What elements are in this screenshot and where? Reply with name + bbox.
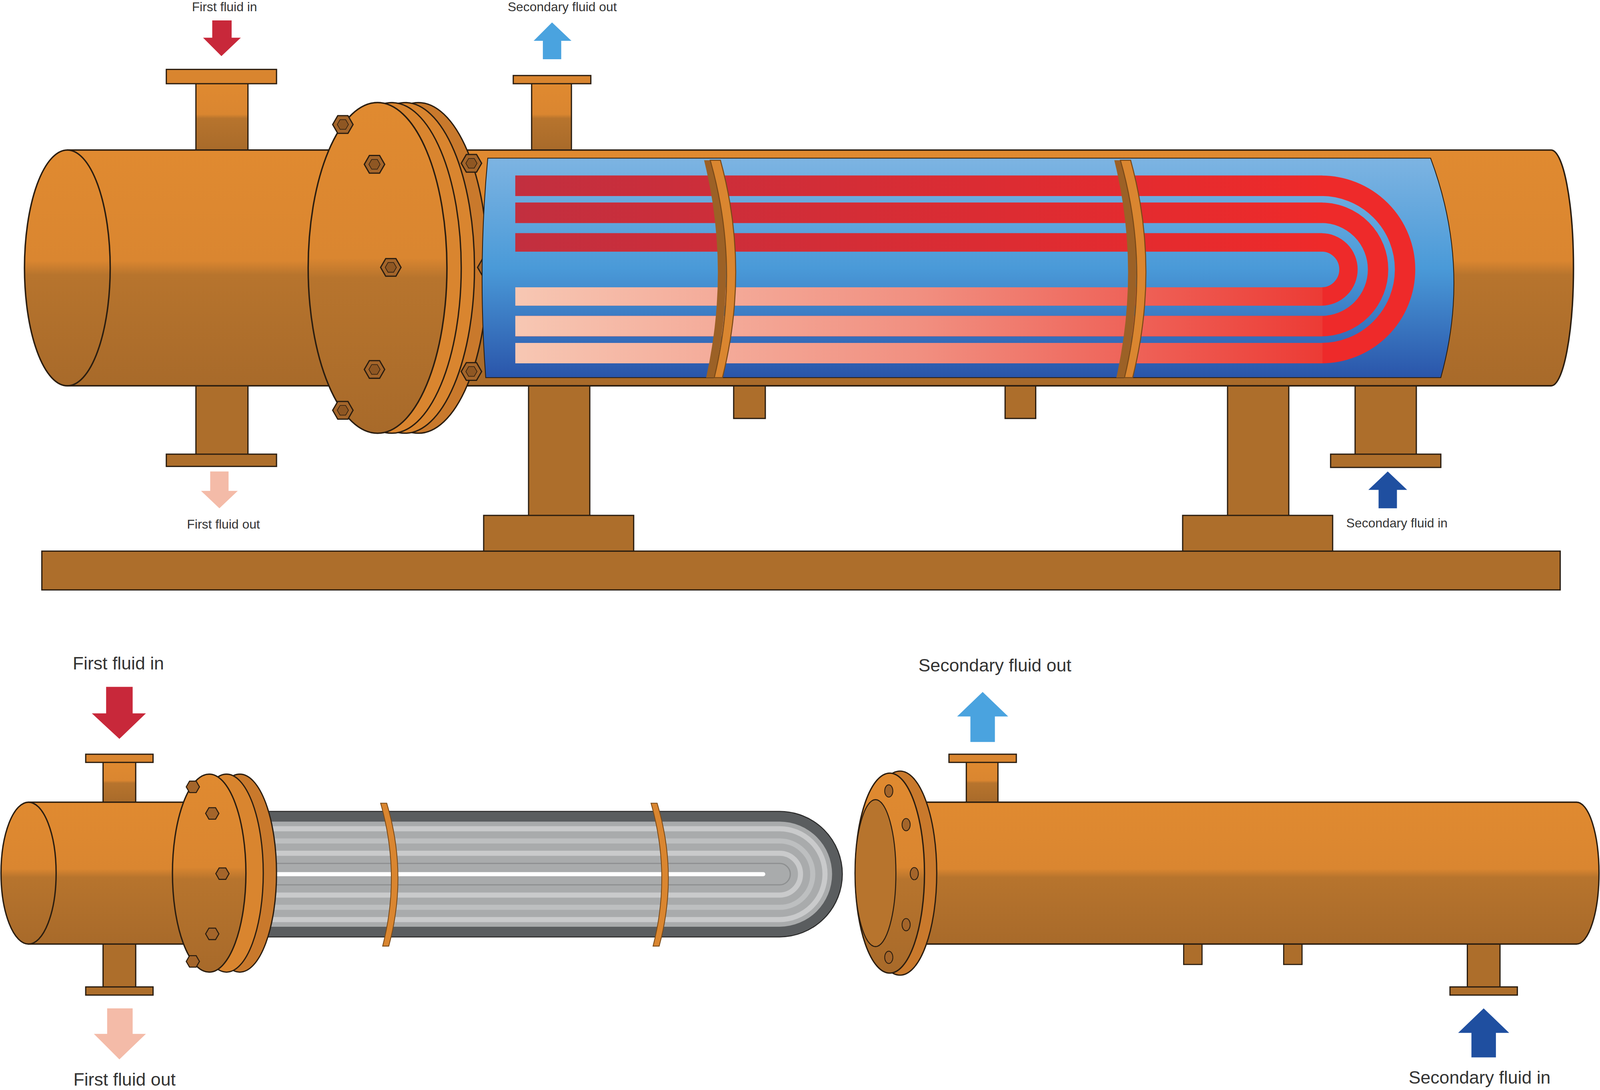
shell [464, 150, 1574, 386]
flow-label: Secondary fluid out [918, 655, 1072, 675]
flow-arrow [203, 20, 241, 57]
bundle-tube [250, 828, 826, 920]
bundle-gap [263, 871, 764, 876]
hot-tube-leg [515, 175, 1323, 197]
support-leg [528, 385, 590, 517]
drain-stub [733, 383, 766, 419]
baffle [1120, 160, 1146, 378]
flow-label: First fluid in [192, 0, 258, 15]
shell-outlet-nozzle [966, 760, 998, 804]
flange-bolt [902, 818, 911, 832]
nozzle-flange [166, 454, 277, 467]
outlet-nozzle [103, 943, 137, 988]
flow-arrow [1368, 471, 1408, 509]
flange-bolt [186, 955, 200, 968]
nozzle-flange [1330, 454, 1441, 468]
flange-bolt [461, 362, 482, 381]
flow-label: First fluid in [72, 653, 165, 673]
inlet-nozzle [103, 760, 137, 804]
cool-tube-leg [515, 315, 1323, 337]
tube-bundle [244, 811, 843, 938]
flow-arrow [957, 691, 1009, 742]
channel-head-end [1, 802, 57, 945]
bundle-tube [250, 841, 814, 908]
flow-label: First fluid out [186, 517, 260, 532]
flange-bolt [205, 927, 219, 940]
flange-bolt [910, 867, 919, 880]
bundle-tube [250, 863, 791, 886]
nozzle-flange [1449, 986, 1518, 995]
cool-tube-leg [515, 342, 1323, 364]
flow-arrow [92, 686, 147, 739]
channel-head-end [24, 150, 111, 386]
support-leg [1227, 385, 1289, 517]
support-foot [483, 515, 634, 551]
nozzle-flange [85, 754, 153, 763]
flange-bolt [364, 360, 385, 379]
cool-tube-leg [515, 287, 1323, 306]
flow-label: First fluid out [73, 1069, 176, 1090]
flow-arrow [200, 471, 238, 509]
nozzle-flange [949, 754, 1017, 763]
flange-face [855, 772, 925, 974]
flange-bolt [205, 807, 219, 820]
flow-label: Secondary fluid out [507, 0, 617, 15]
outlet-nozzle [196, 383, 249, 456]
nozzle-flange [166, 69, 277, 84]
drain-stub [1283, 943, 1302, 965]
u-tube [515, 212, 1378, 327]
nozzle-flange [85, 986, 153, 995]
shell-inlet-nozzle [1355, 383, 1417, 456]
flange-bolt [884, 951, 893, 964]
tube-bundle-inner [244, 821, 833, 927]
flange-bolt [884, 784, 893, 797]
shell-cutaway [482, 158, 1454, 378]
hot-tube-leg [515, 233, 1323, 252]
flow-arrow [533, 22, 572, 60]
flange-bolt [186, 780, 200, 793]
drain-stub [1005, 383, 1036, 419]
flow-label: Secondary fluid in [1408, 1067, 1551, 1088]
flange-bolt [332, 115, 353, 134]
support-foot [1182, 515, 1333, 551]
flow-label: Secondary fluid in [1346, 516, 1448, 531]
baffle [380, 803, 398, 946]
u-tube [515, 185, 1406, 353]
inlet-nozzle [196, 81, 249, 151]
flange-bolt [380, 258, 401, 277]
shell [897, 802, 1599, 945]
flange-bolt [902, 918, 911, 932]
flange-bolt [332, 401, 353, 419]
shell-inlet-nozzle [1467, 943, 1500, 988]
baffle [710, 160, 736, 378]
flange-bolt [364, 155, 385, 174]
base-plate [42, 550, 1561, 590]
flange-face [308, 102, 447, 433]
flange-bolt [215, 867, 229, 880]
flange-face [172, 774, 247, 973]
flow-arrow [1457, 1008, 1510, 1058]
flow-arrow [94, 1008, 147, 1060]
shell-opening [855, 799, 896, 947]
nozzle-flange [513, 75, 591, 84]
flange-bolt [461, 154, 482, 173]
hot-tube-leg [515, 202, 1323, 223]
shell-outlet-nozzle [531, 81, 572, 151]
baffle [650, 803, 669, 946]
bundle-tube [250, 853, 801, 896]
drain-stub [1183, 943, 1202, 965]
